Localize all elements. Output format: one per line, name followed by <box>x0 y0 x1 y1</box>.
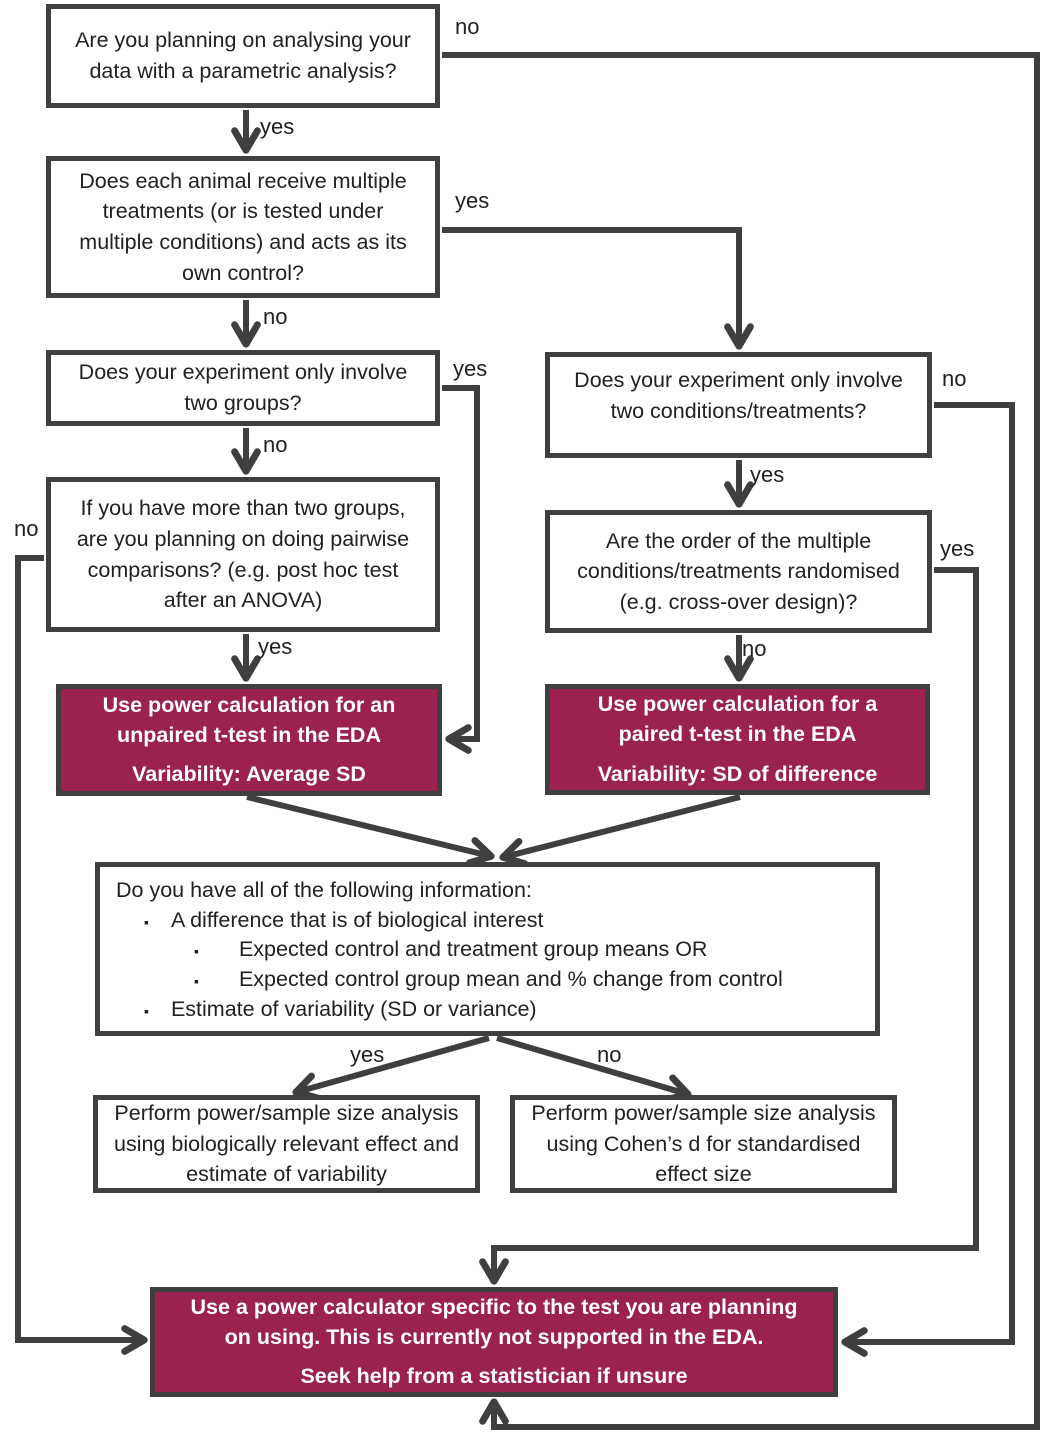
action-main-text: Use power calculation for an unpaired t-… <box>102 692 396 747</box>
node-q-pairwise: If you have more than two groups, are yo… <box>46 477 440 632</box>
connector-randomised-yes <box>479 567 979 1285</box>
checklist-item: ▪ Expected control and treatment group me… <box>194 935 865 965</box>
edge-label-no: no <box>742 636 767 661</box>
node-q-two-conditions: Does your experiment only involve two co… <box>545 352 932 458</box>
checklist-item-text: Estimate of variability (SD or variance) <box>170 996 537 1021</box>
connector-information-no <box>496 1035 692 1104</box>
connector-unpaired-to-information <box>246 794 495 867</box>
node-text: Does each animal receive multiple treatm… <box>79 168 407 285</box>
bullet-square-icon: ▪ <box>194 943 199 960</box>
node-r-cohens-d: Perform power/sample size analysis using… <box>510 1095 897 1193</box>
connector-own-control-yes <box>442 227 754 350</box>
edge-label-no: no <box>263 432 288 457</box>
bullet-square-icon: ▪ <box>144 913 149 930</box>
edge-label-no: no <box>263 304 288 329</box>
node-q-parametric: Are you planning on analysing your data … <box>46 4 440 108</box>
action-sub-text: Seek help from a statistician if unsure <box>300 1364 688 1389</box>
connector-pairwise-no <box>15 555 148 1355</box>
edge-label-no: no <box>942 366 967 391</box>
checklist-item: ▪ Estimate of variability (SD or variance… <box>144 995 865 1025</box>
node-a-power-calculator: Use a power calculator specific to the t… <box>150 1287 838 1397</box>
node-q-own-control: Does each animal receive multiple treatm… <box>46 156 440 298</box>
node-text: If you have more than two groups, are yo… <box>76 496 410 613</box>
node-r-biological-effect: Perform power/sample size analysis using… <box>93 1095 480 1193</box>
node-q-randomised: Are the order of the multiple conditions… <box>545 510 932 633</box>
node-text: Are the order of the multiple conditions… <box>577 528 900 614</box>
connector-two-groups-yes <box>442 385 480 754</box>
checklist-item-text: A difference that is of biological inter… <box>170 907 544 932</box>
edge-label-yes: yes <box>453 356 488 381</box>
edge-label-no: no <box>14 516 39 541</box>
checklist-item: ▪ A difference that is of biological inte… <box>144 906 865 936</box>
connector-parametric-no <box>442 52 1040 1430</box>
bullet-square-icon: ▪ <box>194 972 199 989</box>
action-sub-text: Variability: Average SD <box>132 762 366 787</box>
edge-label-yes: yes <box>258 634 293 659</box>
action-sub-text: Variability: SD of difference <box>597 761 878 786</box>
node-text: Are you planning on analysing your data … <box>75 28 411 83</box>
node-text: Does your experiment only involve two co… <box>574 368 903 423</box>
node-a-unpaired-ttest: Use power calculation for an unpaired t-… <box>56 684 442 796</box>
node-text: Does your experiment only involve two gr… <box>78 360 408 415</box>
action-main-text: Use power calculation for a paired t-tes… <box>597 692 878 747</box>
node-a-paired-ttest: Use power calculation for a paired t-tes… <box>545 684 930 795</box>
edge-label-yes: yes <box>940 536 975 561</box>
edge-label-yes: yes <box>750 462 785 487</box>
checklist-item-text: Expected control group mean and % change… <box>238 966 783 991</box>
checklist-item-text: Expected control and treatment group mea… <box>238 937 708 962</box>
node-text: Perform power/sample size analysis using… <box>113 1101 460 1187</box>
bullet-square-icon: ▪ <box>144 1002 149 1019</box>
node-q-two-groups: Does your experiment only involve two gr… <box>46 350 440 426</box>
connector-paired-to-information <box>499 794 741 867</box>
edge-label-no: no <box>597 1042 622 1067</box>
edge-label-no: no <box>455 14 480 39</box>
connector-information-yes <box>292 1035 490 1102</box>
edge-label-yes: yes <box>455 188 490 213</box>
checklist-title: Do you have all of the following informa… <box>116 878 532 902</box>
edge-label-yes: yes <box>350 1042 385 1067</box>
node-q-information: Do you have all of the following informa… <box>95 862 880 1036</box>
connector-two-conditions-no <box>841 402 1015 1357</box>
checklist-item: ▪ Expected control group mean and % chang… <box>194 965 865 995</box>
node-text: Perform power/sample size analysis using… <box>531 1101 876 1187</box>
action-main-text: Use a power calculator specific to the t… <box>190 1294 798 1349</box>
edge-label-yes: yes <box>260 114 295 139</box>
